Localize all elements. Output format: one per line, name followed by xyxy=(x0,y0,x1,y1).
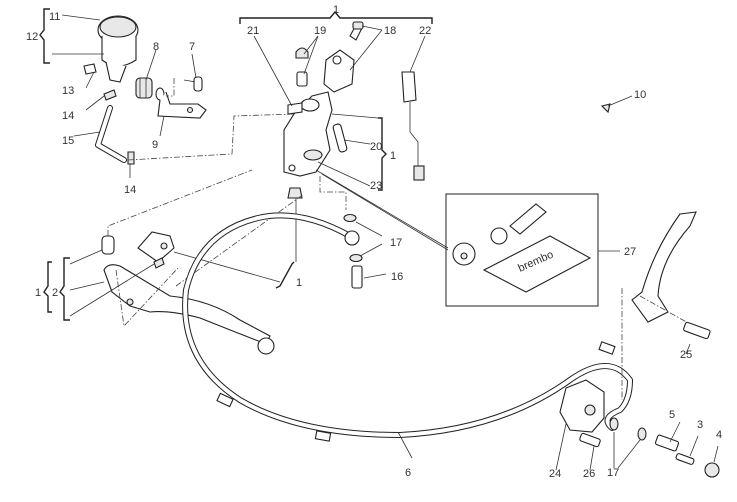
callout-27: 27 xyxy=(624,246,636,258)
slave-cylinder-bolt xyxy=(579,432,601,448)
adjuster-spring xyxy=(153,257,165,269)
switch-connector xyxy=(401,71,425,181)
callout-15: 15 xyxy=(62,135,74,147)
callout-19: 19 xyxy=(314,25,326,37)
callout-1-left: 1 xyxy=(35,287,41,299)
lever-pivot-bushing xyxy=(101,235,115,255)
callout-26: 26 xyxy=(583,468,595,480)
callout-3: 3 xyxy=(697,419,703,431)
slave-cylinder-bracket xyxy=(631,211,697,323)
callout-1-top: 1 xyxy=(333,4,339,16)
callout-12: 12 xyxy=(26,31,38,43)
callout-1-right: 1 xyxy=(390,150,396,162)
slave-washer-2 xyxy=(637,427,647,441)
callout-9: 9 xyxy=(152,139,158,151)
callout-11: 11 xyxy=(49,11,60,23)
callout-14-bottom: 14 xyxy=(124,184,136,196)
reservoir-cap xyxy=(99,16,137,38)
hose-clamp-lower xyxy=(127,151,135,165)
reservoir-hose xyxy=(95,105,127,163)
pushrod xyxy=(332,123,348,153)
repair-kit-box: brembo xyxy=(445,193,599,307)
rubber-grommet xyxy=(135,77,153,99)
pivot-pin xyxy=(287,102,303,115)
callout-2: 2 xyxy=(52,287,58,299)
callout-18: 18 xyxy=(384,25,396,37)
callout-10: 10 xyxy=(634,89,646,101)
bleed-screw xyxy=(296,71,308,87)
screw-10 xyxy=(600,103,611,114)
bracket-bolt xyxy=(683,321,711,340)
callout-20: 20 xyxy=(370,141,382,153)
breather-fitting xyxy=(83,63,97,75)
lever-bracket-clamp xyxy=(323,49,355,93)
callout-17-mid: 17 xyxy=(390,237,402,249)
callout-4: 4 xyxy=(716,429,722,441)
adjuster-block xyxy=(137,231,175,263)
reservoir-bracket xyxy=(155,87,207,119)
callout-14-top: 14 xyxy=(62,110,74,122)
banjo-washer-lower xyxy=(349,253,363,263)
callout-1-lever: 1 xyxy=(296,277,302,289)
callout-6: 6 xyxy=(405,467,411,479)
master-cylinder-nut xyxy=(287,187,303,199)
bleed-screw-cap xyxy=(295,47,309,59)
callout-23: 23 xyxy=(370,180,382,192)
bleed-valve xyxy=(675,453,695,465)
slave-cylinder xyxy=(559,379,605,433)
bracket-screw xyxy=(183,76,203,92)
callout-7: 7 xyxy=(189,41,195,53)
callout-24: 24 xyxy=(549,468,561,480)
hose-clamp-upper xyxy=(103,89,117,101)
callout-8: 8 xyxy=(153,41,159,53)
callout-5: 5 xyxy=(669,409,675,421)
clamp-bolt xyxy=(349,21,364,41)
callout-16: 16 xyxy=(391,271,403,283)
callout-17-bottom: 17 xyxy=(607,467,619,479)
callout-21: 21 xyxy=(247,25,259,37)
callout-22: 22 xyxy=(419,25,431,37)
banjo-washer-upper xyxy=(343,213,357,223)
bleed-union xyxy=(654,434,680,452)
callout-13: 13 xyxy=(62,85,74,97)
clutch-hose xyxy=(182,212,633,442)
slave-washer-1 xyxy=(609,417,619,431)
callout-25: 25 xyxy=(680,349,692,361)
bleed-valve-cap xyxy=(704,462,720,478)
banjo-bolt xyxy=(351,265,363,289)
